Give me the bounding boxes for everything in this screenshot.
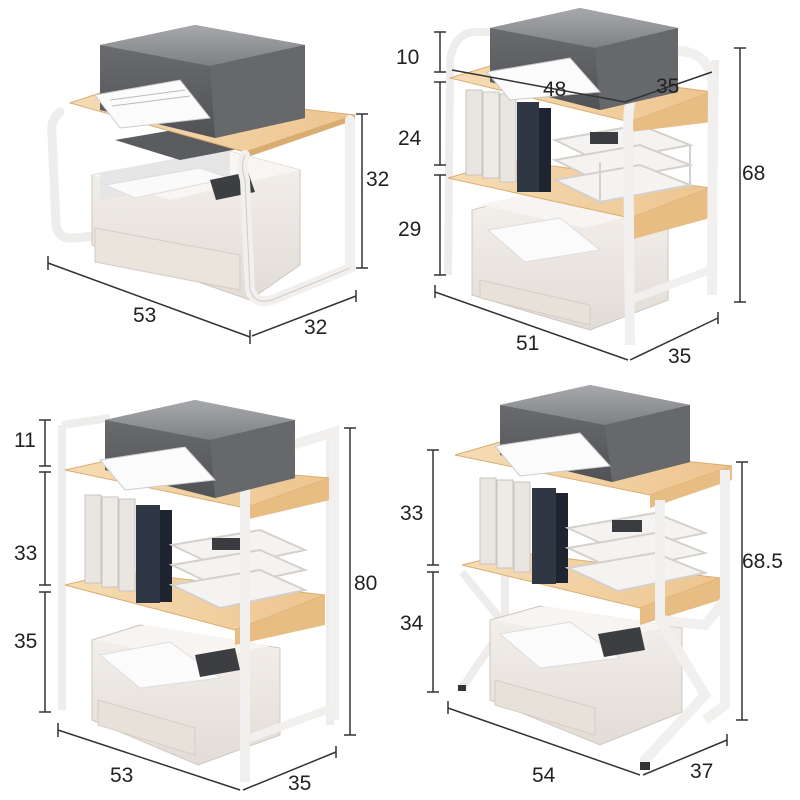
stand-frame-front xyxy=(640,470,730,770)
dimension-lines xyxy=(47,113,368,344)
document-tray xyxy=(551,123,694,205)
dim-top-width-label: 48 xyxy=(543,78,566,101)
panel-two-tier-stand-80: 11 33 35 80 53 35 xyxy=(14,400,377,795)
laser-printer xyxy=(91,624,281,766)
stand-frame-back xyxy=(444,27,495,276)
dim-top-depth-label: 35 xyxy=(656,75,679,98)
laser-printer xyxy=(489,605,683,746)
dimension-lines xyxy=(39,419,356,791)
dim-depth-label: 32 xyxy=(304,316,327,339)
dim-top-gap-label: 11 xyxy=(14,429,36,452)
dimension-lines xyxy=(434,31,746,361)
binders xyxy=(479,477,568,584)
panel-two-tier-stand-68: 10 24 29 48 35 68 51 35 xyxy=(396,8,765,368)
dim-mid-gap-label: 33 xyxy=(14,542,37,565)
dim-total-height-label: 80 xyxy=(354,572,377,595)
document-tray xyxy=(168,528,309,610)
dim-width-label: 54 xyxy=(532,764,556,787)
binders xyxy=(84,494,172,603)
inkjet-printer xyxy=(99,400,295,498)
laser-printer xyxy=(471,190,669,331)
binders xyxy=(465,89,551,192)
dim-depth-label: 35 xyxy=(288,772,311,795)
dim-low-gap-label: 35 xyxy=(14,630,37,653)
dim-mid-gap-label: 33 xyxy=(400,502,423,525)
dim-low-gap-label: 29 xyxy=(398,218,421,241)
inkjet-printer xyxy=(94,25,305,138)
dim-depth-label: 35 xyxy=(668,345,691,368)
dim-height-label: 32 xyxy=(366,168,389,191)
inkjet-printer xyxy=(486,8,678,110)
dim-width-label: 51 xyxy=(516,332,539,355)
dim-mid-gap-label: 24 xyxy=(398,127,422,150)
dim-top-gap-label: 10 xyxy=(396,46,419,69)
dim-total-height-label: 68 xyxy=(742,162,765,185)
document-tray xyxy=(564,511,709,593)
dim-width-label: 53 xyxy=(110,764,133,787)
panel-single-shelf-stand: 53 32 32 xyxy=(47,25,389,344)
inkjet-printer xyxy=(494,385,690,482)
dim-depth-label: 37 xyxy=(690,760,713,783)
dim-width-label: 53 xyxy=(133,304,156,327)
stand-frame-back xyxy=(47,107,100,243)
dim-low-gap-label: 34 xyxy=(400,612,424,635)
panel-two-tier-stand-68-5: 33 34 68.5 54 37 xyxy=(400,385,783,787)
dimension-lines xyxy=(427,449,748,776)
dim-total-height-label: 68.5 xyxy=(742,550,783,573)
